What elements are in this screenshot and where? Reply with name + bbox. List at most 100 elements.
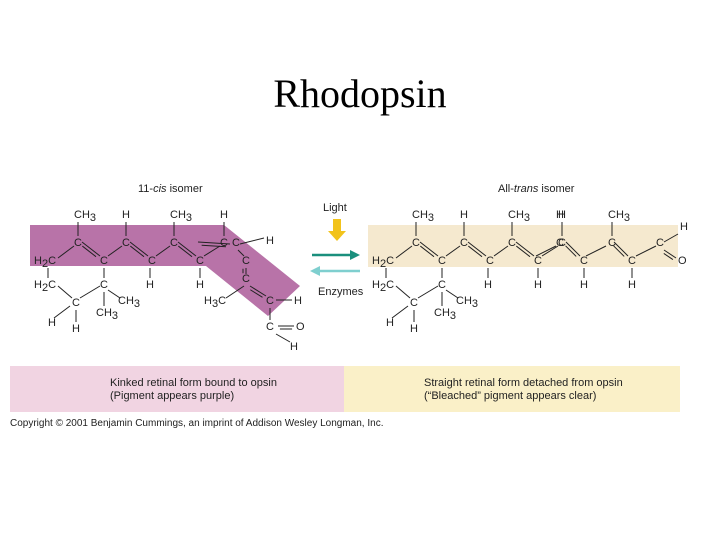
bond-line <box>395 285 411 299</box>
bond-line <box>635 245 657 257</box>
bond-line <box>585 245 607 257</box>
carbon-label: C <box>558 237 566 249</box>
double-bond-line <box>468 245 483 258</box>
hydrogen-label: H <box>534 279 542 291</box>
carbon-label: C <box>438 279 446 291</box>
carbon-label: C <box>266 321 274 333</box>
carbon-label: C <box>74 237 82 249</box>
right-heading-em: trans <box>513 183 539 195</box>
double-bond-line <box>565 241 581 257</box>
left-caption-panel <box>10 366 344 412</box>
double-bond-line <box>197 241 231 245</box>
double-bond-line <box>82 245 97 258</box>
methylene-label: H2C <box>372 255 394 270</box>
bond-line <box>445 245 461 257</box>
bond-line <box>417 285 439 299</box>
hydrogen-label: H <box>196 279 204 291</box>
methyl-label: CH3 <box>608 209 630 224</box>
double-bond-line <box>663 253 674 260</box>
carbon-label: C <box>122 237 130 249</box>
hydrogen-label: H <box>72 323 80 335</box>
methyl-label: CH3 <box>508 209 530 224</box>
double-bond-line <box>565 245 577 257</box>
bond-line <box>663 233 679 243</box>
bond-line <box>57 245 75 259</box>
carbon-label: C <box>266 295 274 307</box>
hydrogen-label: H <box>48 317 56 329</box>
bond-line <box>237 249 245 257</box>
light-arrow-icon <box>328 231 346 241</box>
double-bond-line <box>515 241 535 257</box>
left-heading-prefix: 11- <box>138 183 154 195</box>
carbon-label: C <box>410 297 418 309</box>
hydrogen-label: H <box>386 317 394 329</box>
hydrogen-label: H <box>410 323 418 335</box>
methylene-label: H2C <box>372 279 394 294</box>
methyl-label: CH3 <box>170 209 192 224</box>
bond-line <box>107 289 121 299</box>
bond-line <box>107 245 123 257</box>
bond-line <box>53 305 71 319</box>
left-caption-line2: (Pigment appears purple) <box>110 390 235 402</box>
carbon-label: C <box>486 255 494 267</box>
methyl-label: CH3 <box>434 307 456 322</box>
hydrogen-label: H <box>680 221 688 233</box>
carbon-label: C <box>170 237 178 249</box>
carbon-label: C <box>242 255 250 267</box>
bond-line <box>79 285 101 299</box>
double-bond-line <box>201 244 227 248</box>
bond-line <box>155 245 171 257</box>
double-bond-line <box>177 241 197 257</box>
hydrogen-label: H <box>220 209 228 221</box>
methyl-label: CH3 <box>96 307 118 322</box>
double-bond-line <box>613 245 625 257</box>
bond-line <box>493 245 509 257</box>
double-bond-line <box>178 245 193 258</box>
carbon-label: C <box>148 255 156 267</box>
bond-lines <box>47 222 679 343</box>
bond-line <box>445 289 459 299</box>
bond-line <box>225 285 245 299</box>
double-bond-line <box>250 289 263 298</box>
double-bond-line <box>663 249 677 259</box>
right-heading-rest: isomer <box>538 183 575 195</box>
carbon-label: C <box>534 255 542 267</box>
methylene-label: H2C <box>34 255 56 270</box>
left-caption: Kinked retinal form bound to opsin (Pigm… <box>110 377 277 403</box>
forward-arrow-icon <box>350 250 360 260</box>
methyl-label: CH3 <box>412 209 434 224</box>
bond-line <box>535 245 557 257</box>
double-bond-line <box>129 241 149 257</box>
hydrogen-label: H <box>294 295 302 307</box>
left-isomer-heading: 11-cis isomer <box>138 183 203 195</box>
trans-highlight-band <box>368 225 678 267</box>
left-heading-rest: isomer <box>166 183 203 195</box>
carbon-label: C <box>438 255 446 267</box>
left-caption-line1: Kinked retinal form bound to opsin <box>110 377 277 389</box>
carbon-label: C <box>100 255 108 267</box>
bond-line <box>275 333 291 343</box>
double-bond-line <box>419 241 439 257</box>
methyl-label: H3C <box>204 295 226 310</box>
carbon-label: C <box>232 237 240 249</box>
carbon-label: C <box>412 237 420 249</box>
carbon-label: C <box>556 237 564 249</box>
carbon-label: C <box>72 297 80 309</box>
double-bond-line <box>613 241 629 257</box>
bond-line <box>391 305 409 319</box>
light-label: Light <box>323 202 347 214</box>
right-caption-panel <box>344 366 680 412</box>
right-caption: Straight retinal form detached from opsi… <box>424 377 623 403</box>
left-heading-em: cis <box>153 183 167 195</box>
light-arrow-shaft <box>333 219 341 231</box>
hydrogen-label: H <box>122 209 130 221</box>
hydrogen-label: H <box>460 209 468 221</box>
page-title: Rhodopsin <box>273 71 447 116</box>
carbon-label: C <box>508 237 516 249</box>
double-bond-line <box>81 241 101 257</box>
oxygen-label: O <box>296 321 305 333</box>
copyright-notice: Copyright © 2001 Benjamin Cummings, an i… <box>10 418 384 429</box>
carbon-label: C <box>608 237 616 249</box>
